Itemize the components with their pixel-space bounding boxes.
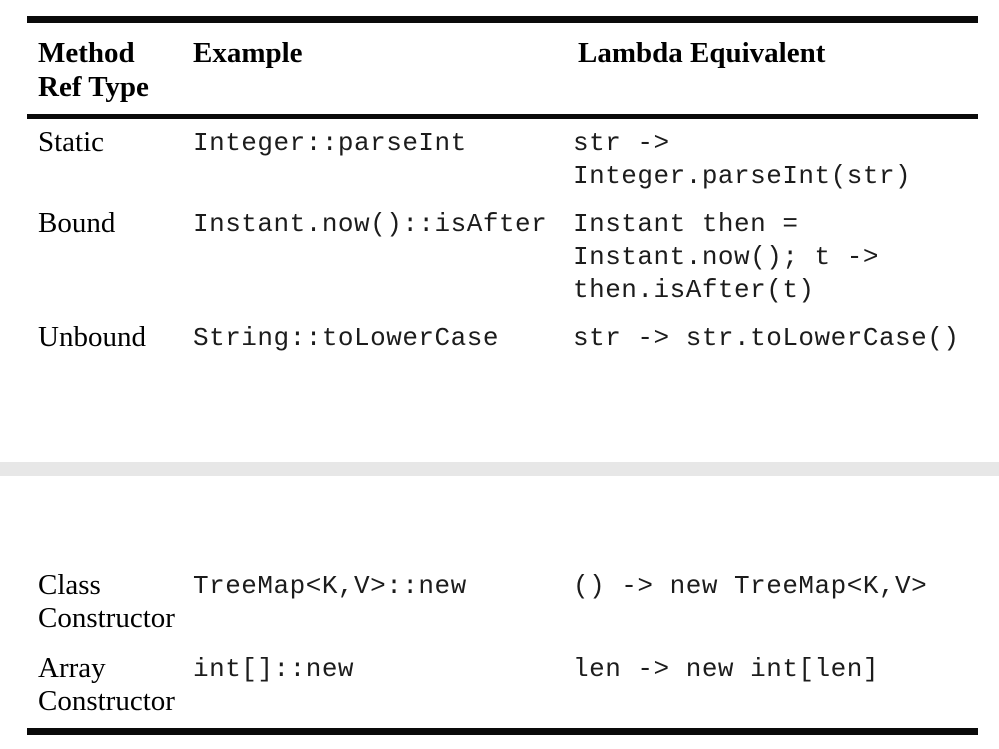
cell-lambda-equivalent: () -> new TreeMap<K,V> (573, 571, 928, 601)
cell-example: String::toLowerCase (193, 323, 499, 353)
cell-lambda-equivalent: len -> new int[len] (573, 654, 879, 684)
cell-method-ref-type: Unbound (38, 321, 146, 353)
cell-lambda-equivalent: Instant then = Instant.now(); t -> then.… (573, 209, 879, 305)
cell-method-ref-type: Class Constructor (38, 569, 175, 634)
cell-example: Integer::parseInt (193, 128, 467, 158)
cell-example: Instant.now()::isAfter (193, 209, 548, 239)
cell-lambda-equivalent: str -> str.toLowerCase() (573, 323, 960, 353)
cell-lambda-equivalent: str -> Integer.parseInt(str) (573, 128, 912, 191)
header-example: Example (193, 37, 303, 69)
cell-example: int[]::new (193, 654, 355, 684)
page-gap-band (0, 462, 999, 476)
cell-method-ref-type: Bound (38, 207, 116, 239)
cell-method-ref-type: Static (38, 126, 105, 158)
table-bottom-rule (27, 728, 978, 735)
cell-example: TreeMap<K,V>::new (193, 571, 467, 601)
table-header-rule (27, 114, 978, 119)
header-method-ref-type: Method Ref Type (38, 37, 149, 103)
header-lambda-equivalent: Lambda Equivalent (578, 37, 826, 69)
cell-method-ref-type: Array Constructor (38, 652, 175, 717)
table-top-rule (27, 16, 978, 23)
